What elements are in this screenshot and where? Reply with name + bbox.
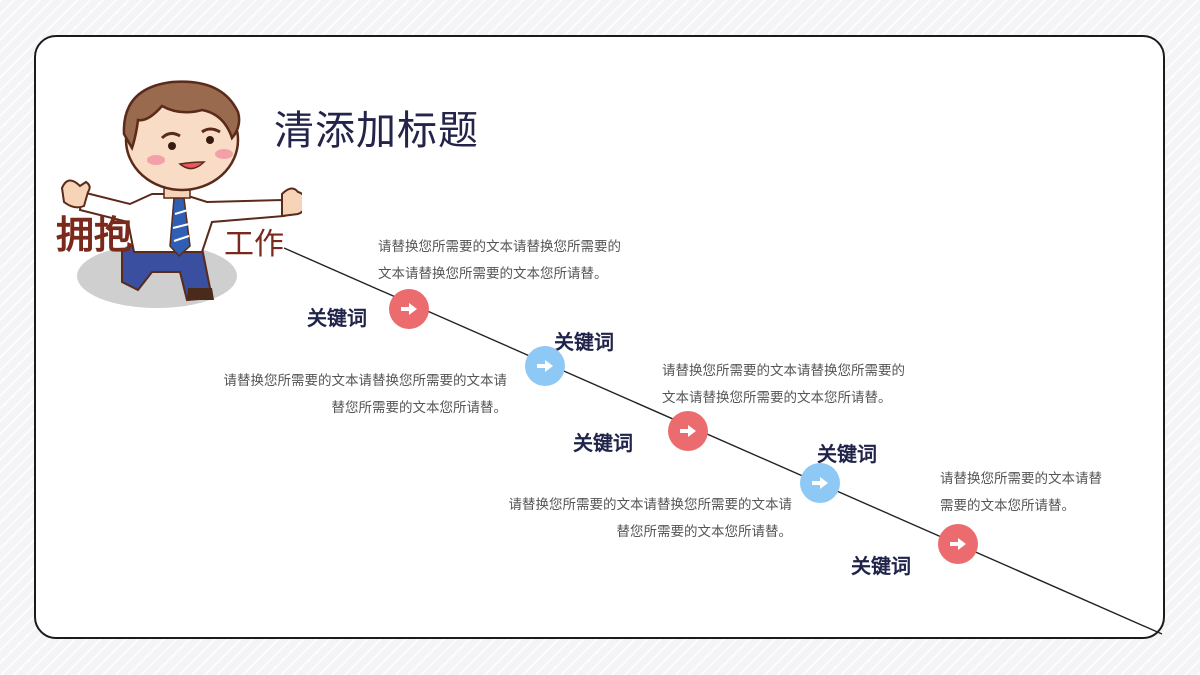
step-5-node (938, 524, 978, 564)
step-2-keyword: 关键词 (554, 330, 614, 354)
step-1-description: 请替换您所需要的文本请替换您所需要的 文本请替换您所需要的文本您所请替。 (378, 239, 621, 282)
step-1-keyword: 关键词 (307, 306, 367, 330)
step-3-description: 请替换您所需要的文本请替换您所需要的 文本请替换您所需要的文本您所请替。 (662, 363, 905, 406)
banner-left-text: 拥抱 (56, 213, 132, 257)
step-4-node (800, 463, 840, 503)
page-title: 清添加标题 (274, 108, 479, 154)
step-2-node (525, 346, 565, 386)
arrow-right-icon (950, 538, 966, 550)
step-2-description: 请替换您所需要的文本请替换您所需要的文本请 替您所需要的文本您所请替。 (223, 373, 508, 416)
step-4-keyword: 关键词 (817, 442, 877, 466)
arrow-right-icon (401, 303, 417, 315)
banner-right-text: 工作 (224, 227, 284, 262)
step-5-description: 请替换您所需要的文本请替 需要的文本您所请替。 (940, 471, 1102, 514)
arrow-right-icon (537, 360, 553, 372)
step-5-keyword: 关键词 (851, 554, 911, 578)
mascot-illustration: 拥抱 工作 (56, 80, 302, 308)
step-3-keyword: 关键词 (573, 431, 633, 455)
arrow-right-icon (680, 425, 696, 437)
arrow-right-icon (812, 477, 828, 489)
step-4-description: 请替换您所需要的文本请替换您所需要的文本请 替您所需要的文本您所请替。 (508, 497, 793, 540)
step-3-node (668, 411, 708, 451)
step-1-node (389, 289, 429, 329)
